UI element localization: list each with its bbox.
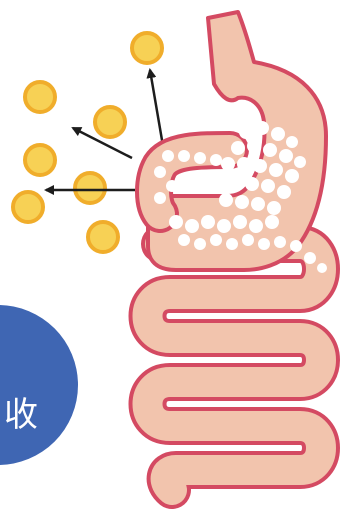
absorption-arrow-icon — [150, 70, 163, 146]
nutrient-particle-icon — [132, 33, 162, 63]
absorption-label-char: 收 — [4, 398, 38, 432]
nutrient-particle-icon — [88, 222, 118, 252]
nutrient-particle-icon — [25, 82, 55, 112]
nutrient-particle-icon — [95, 107, 125, 137]
nutrient-particle-icon — [25, 145, 55, 175]
label-circle — [0, 305, 78, 465]
digestive-tract-icon — [148, 12, 328, 490]
nutrient-particles — [13, 33, 162, 252]
nutrient-particle-icon — [13, 192, 43, 222]
nutrient-particle-icon — [75, 173, 105, 203]
